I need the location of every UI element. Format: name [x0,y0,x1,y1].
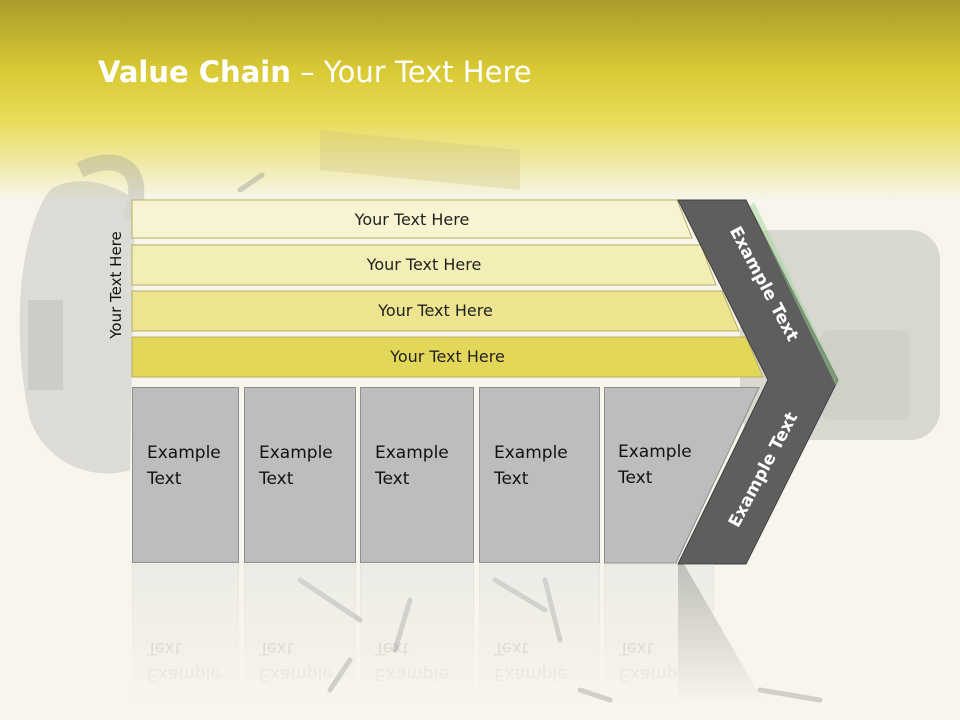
column-line-2: Text [375,469,410,489]
support-band-3[interactable]: Your Text Here [131,290,740,332]
band-shape [131,244,717,286]
column-line-2: Text [147,638,182,658]
reflection: Example Text Example Text Example Text E… [0,564,960,704]
column-line-2: Text [494,469,529,489]
column-line-1: Example [494,664,568,684]
column-line-1: Example [375,664,449,684]
column-line-2: Text [618,468,653,488]
header-band [0,0,960,200]
activity-column-5-shape [604,387,760,564]
column-line-1: Example [259,443,333,463]
activity-column-2[interactable]: Example Text [244,387,356,563]
support-band-2[interactable]: Your Text Here [131,244,717,286]
column-line-2: Text [147,469,182,489]
activity-column-5[interactable]: Example Text [604,387,714,563]
band-shape [131,336,764,378]
margin-chevron[interactable] [670,196,850,568]
column-line-1: Example [259,664,333,684]
page-title: Value Chain – Your Text Here [98,55,532,89]
reflected-column: Example Text [244,564,356,704]
activity-column-1[interactable]: Example Text [132,387,239,563]
column-line-1: Example [147,443,221,463]
activity-column-4[interactable]: Example Text [479,387,600,563]
band-label: Your Text Here [354,209,470,229]
band-label: Your Text Here [366,254,482,274]
column-line-1: Example [375,443,449,463]
column-line-1: Example [494,443,568,463]
activity-column-3[interactable]: Example Text [360,387,474,563]
column-line-1: Example [147,664,221,684]
band-shape [131,199,693,239]
column-line-1: Example [618,442,692,462]
reflection-inner: Example Text Example Text Example Text E… [0,564,960,704]
column-line-2: Text [375,638,410,658]
side-label: Your Text Here [107,231,125,339]
column-line-2: Text [259,638,294,658]
reflected-column: Example Text [479,564,600,704]
side-label-container: Your Text Here [104,200,128,370]
reflected-chevron [678,564,774,704]
support-band-1[interactable]: Your Text Here [131,199,693,239]
page-title-rest: – Your Text Here [290,55,532,89]
reflected-column: Example Text [132,564,239,704]
column-line-2: Text [259,469,294,489]
band-shape [131,290,740,332]
reflected-column: Example Text [360,564,474,704]
page-title-bold: Value Chain [98,55,291,89]
support-band-4[interactable]: Your Text Here [131,336,764,378]
band-label: Your Text Here [378,300,493,320]
band-label: Your Text Here [390,346,505,366]
column-line-2: Text [494,638,529,658]
